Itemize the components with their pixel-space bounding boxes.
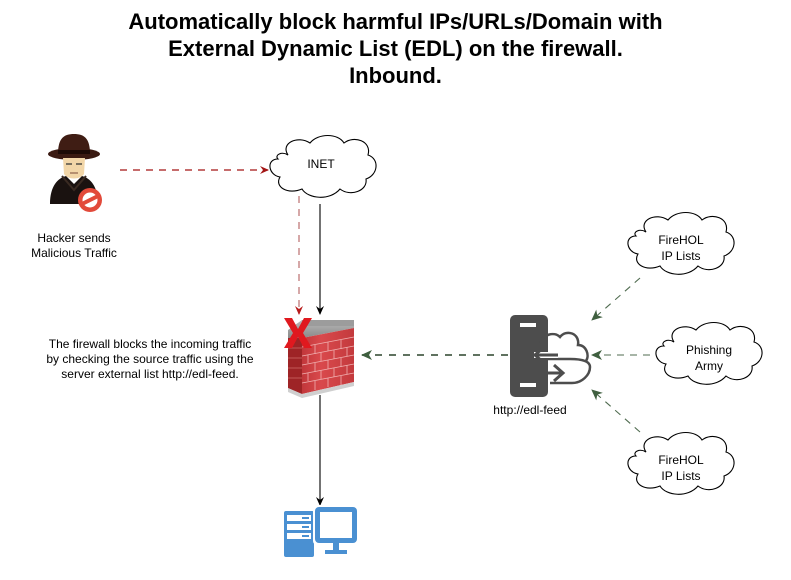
feed-top-label-line2: IP Lists bbox=[661, 249, 700, 263]
cloud-icon bbox=[627, 211, 735, 275]
firewall-description-line1: The firewall blocks the incoming traffic bbox=[48, 337, 252, 351]
feed-bottom-cloud[interactable] bbox=[627, 431, 735, 495]
feed-top-cloud[interactable] bbox=[627, 211, 735, 275]
server-cloud-sync-icon[interactable] bbox=[510, 315, 592, 397]
title-line-1: Automatically block harmful IPs/URLs/Dom… bbox=[128, 9, 663, 34]
edge-feed-bottom-to-edl bbox=[591, 389, 641, 433]
prohibited-badge-icon bbox=[78, 188, 102, 212]
hacker-icon[interactable] bbox=[48, 134, 102, 212]
edge-feed-top-to-edl bbox=[591, 277, 641, 321]
feed-middle-label-line1: Phishing bbox=[686, 343, 732, 357]
cloud-icon bbox=[269, 134, 377, 198]
red-x-icon bbox=[284, 318, 312, 348]
desktop-computer-icon[interactable] bbox=[284, 505, 359, 557]
feed-middle-label-line2: Army bbox=[695, 359, 723, 373]
inet-label: INET bbox=[307, 157, 335, 171]
hacker-label-line2: Malicious Traffic bbox=[31, 246, 117, 260]
firewall-description-line2: by checking the source traffic using the bbox=[46, 352, 254, 366]
title-line-2: External Dynamic List (EDL) on the firew… bbox=[168, 36, 623, 61]
feed-top-label-line1: FireHOL bbox=[658, 233, 704, 247]
firewall-description-line3: server external list http://edl-feed. bbox=[61, 367, 239, 381]
feed-bottom-label-line1: FireHOL bbox=[658, 453, 704, 467]
feed-middle-cloud[interactable] bbox=[655, 321, 763, 385]
hacker-label-line1: Hacker sends bbox=[37, 231, 111, 245]
cloud-icon bbox=[655, 321, 763, 385]
title-line-3: Inbound. bbox=[349, 63, 442, 88]
edl-server-label: http://edl-feed bbox=[493, 403, 567, 417]
firewall-description: The firewall blocks the incoming traffic… bbox=[30, 337, 270, 382]
inet-cloud[interactable] bbox=[269, 134, 377, 198]
feed-bottom-label-line2: IP Lists bbox=[661, 469, 700, 483]
cloud-icon bbox=[627, 431, 735, 495]
diagram-title: Automatically block harmful IPs/URLs/Dom… bbox=[0, 8, 791, 89]
hacker-label: Hacker sends Malicious Traffic bbox=[18, 231, 130, 261]
